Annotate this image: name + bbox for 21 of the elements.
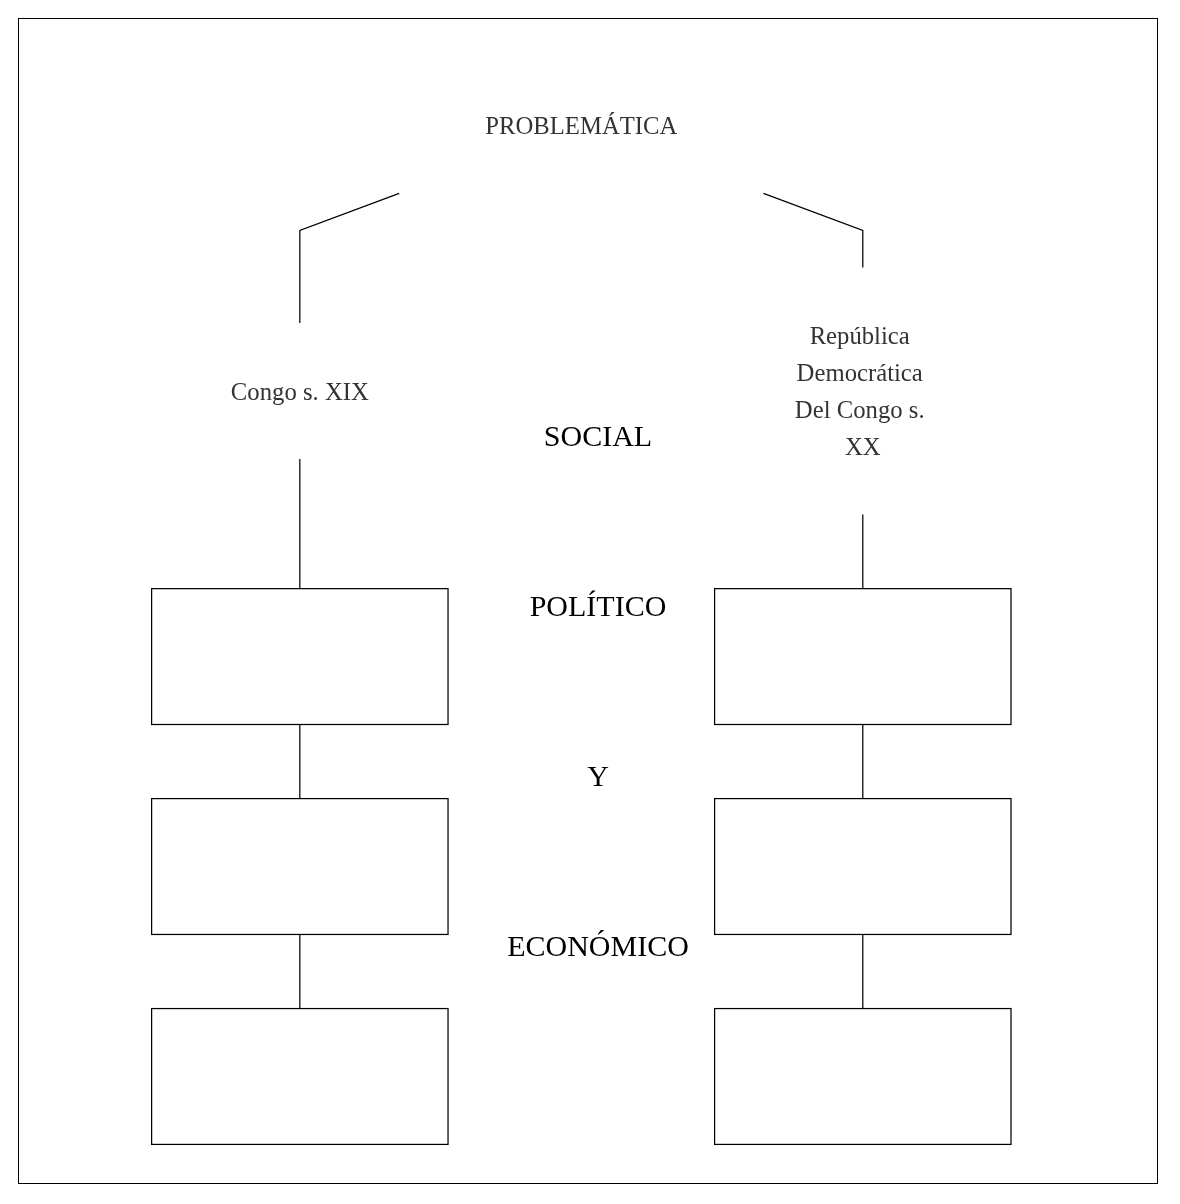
node-box [151, 1007, 449, 1146]
node-box [151, 588, 449, 726]
node-text: PROBLEMÁTICA [485, 111, 678, 140]
node-text: Congo s. XIX [230, 377, 369, 405]
node-box [714, 588, 1012, 726]
row-label: Y [587, 759, 609, 793]
connector [862, 723, 864, 800]
connector [299, 933, 301, 1010]
row-label: SOCIAL [543, 419, 653, 453]
row-label: POLÍTICO [529, 589, 667, 623]
node-box [714, 798, 1012, 936]
connector [299, 458, 301, 590]
node-box [151, 798, 449, 936]
connector [862, 513, 864, 590]
connector [862, 933, 864, 1010]
node-box [714, 1007, 1012, 1146]
connector [299, 192, 400, 324]
connector [299, 723, 301, 800]
node-text: República Democrática Del Congo s. XX [794, 321, 925, 461]
row-label: ECONÓMICO [507, 929, 689, 963]
connector [762, 192, 864, 269]
